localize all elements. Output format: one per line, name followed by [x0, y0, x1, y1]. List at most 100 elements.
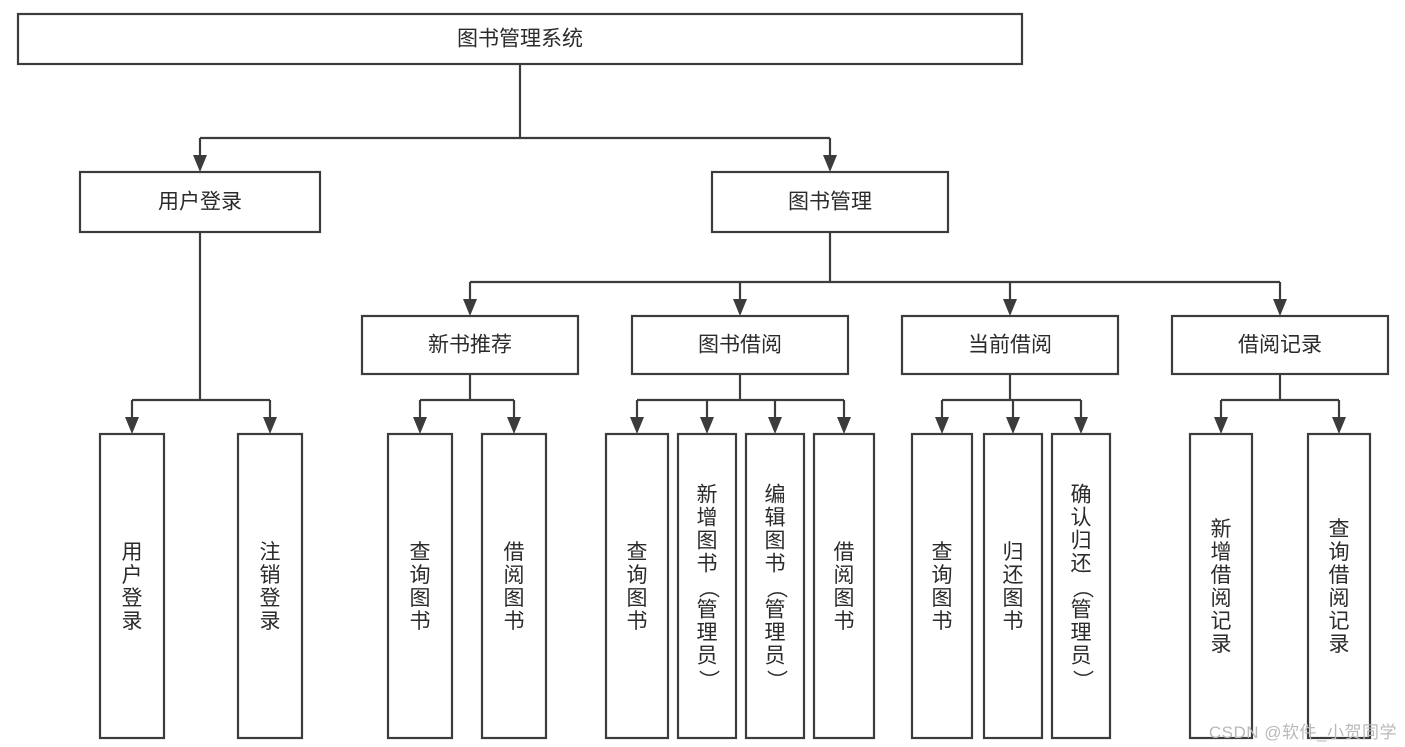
- node-current-borrow[interactable]: 当前借阅: [900, 314, 1120, 376]
- node-label-char: 图: [1003, 587, 1024, 610]
- node-root[interactable]: 图书管理系统: [16, 12, 1024, 66]
- node-label-char: 确: [1071, 484, 1092, 507]
- node-label-char: 新: [1211, 518, 1232, 541]
- node-label-char: 询: [627, 564, 648, 587]
- arrow-head-icon: [1074, 417, 1088, 434]
- node-label: 当前借阅: [968, 334, 1052, 357]
- node-label-char: 借: [1329, 564, 1350, 587]
- node-box: [1188, 432, 1254, 740]
- node-box: [386, 432, 454, 740]
- node-leaf-user-login[interactable]: 用户登录: [98, 432, 166, 740]
- arrow-head-icon: [413, 417, 427, 434]
- node-label-char: 书: [932, 610, 953, 633]
- arrow-head-icon: [263, 417, 277, 434]
- node-label-char: 辑: [765, 507, 786, 530]
- node-box: [1306, 432, 1372, 740]
- node-label-char: 书: [627, 610, 648, 633]
- node-box: [16, 12, 1024, 66]
- node-label-char: 书: [834, 610, 855, 633]
- node-label-char: 录: [122, 610, 143, 633]
- node-label-char: 销: [260, 564, 281, 587]
- node-label-char: 登: [122, 587, 143, 610]
- node-label-char: 录: [1329, 633, 1350, 656]
- node-label-char: （: [1070, 578, 1093, 599]
- arrow-head-icon: [1003, 299, 1017, 316]
- arrow-head-icon: [125, 417, 139, 434]
- edge-group-new-book-rec: [413, 374, 521, 434]
- node-label-char: 询: [1329, 541, 1350, 564]
- node-label-char: 还: [1003, 564, 1024, 587]
- node-label-char: 书: [504, 610, 525, 633]
- node-box: [710, 170, 950, 234]
- node-box: [1050, 432, 1112, 740]
- arrow-head-icon: [1214, 417, 1228, 434]
- node-label-char: 新: [697, 484, 718, 507]
- node-label-char: 查: [932, 541, 953, 564]
- node-book-manage[interactable]: 图书管理: [710, 170, 950, 234]
- node-book-borrow[interactable]: 图书借阅: [630, 314, 850, 376]
- node-label-char: 书: [410, 610, 431, 633]
- node-label-char: 户: [122, 564, 143, 587]
- edge-group-book-borrow: [630, 374, 851, 434]
- node-label-char: 阅: [504, 564, 525, 587]
- node-box: [744, 432, 806, 740]
- node-box: [812, 432, 876, 740]
- node-label-char: 阅: [834, 564, 855, 587]
- node-borrow-record[interactable]: 借阅记录: [1170, 314, 1390, 376]
- node-label: 图书管理: [788, 191, 872, 214]
- arrow-head-icon: [733, 299, 747, 316]
- node-label: 借阅记录: [1238, 334, 1322, 357]
- node-label-char: ）: [696, 670, 719, 691]
- node-label-char: 查: [1329, 518, 1350, 541]
- arrow-head-icon: [768, 417, 782, 434]
- edge-group-user-login: [125, 232, 277, 434]
- node-box: [98, 432, 166, 740]
- node-label-char: 图: [834, 587, 855, 610]
- connector-layer: [125, 64, 1346, 434]
- node-box: [982, 432, 1044, 740]
- node-label-char: 登: [260, 587, 281, 610]
- node-label: 用户登录: [158, 191, 242, 214]
- node-label-char: 归: [1003, 541, 1024, 564]
- arrow-head-icon: [837, 417, 851, 434]
- arrow-head-icon: [935, 417, 949, 434]
- arrow-head-icon: [1332, 417, 1346, 434]
- arrow-head-icon: [823, 155, 837, 172]
- node-new-book-rec[interactable]: 新书推荐: [360, 314, 580, 376]
- node-box: [78, 170, 322, 234]
- arrow-head-icon: [507, 417, 521, 434]
- node-label-char: 借: [504, 541, 525, 564]
- arrow-head-icon: [1273, 299, 1287, 316]
- node-label-char: 图: [627, 587, 648, 610]
- node-label-char: 查: [627, 541, 648, 564]
- node-label-char: 记: [1329, 610, 1350, 633]
- node-label-char: 图: [932, 587, 953, 610]
- node-label-char: 查: [410, 541, 431, 564]
- node-label-char: 员: [765, 645, 786, 668]
- node-user-login[interactable]: 用户登录: [78, 170, 322, 234]
- node-box: [900, 314, 1120, 376]
- node-label-char: 编: [765, 484, 786, 507]
- edge-group-book-manage: [463, 232, 1287, 316]
- node-label-char: 归: [1071, 530, 1092, 553]
- node-label: 图书管理系统: [457, 28, 583, 51]
- arrow-head-icon: [463, 299, 477, 316]
- node-label-char: 管: [697, 599, 718, 622]
- node-label-char: 图: [697, 530, 718, 553]
- node-label-char: 图: [504, 587, 525, 610]
- arrow-head-icon: [1006, 417, 1020, 434]
